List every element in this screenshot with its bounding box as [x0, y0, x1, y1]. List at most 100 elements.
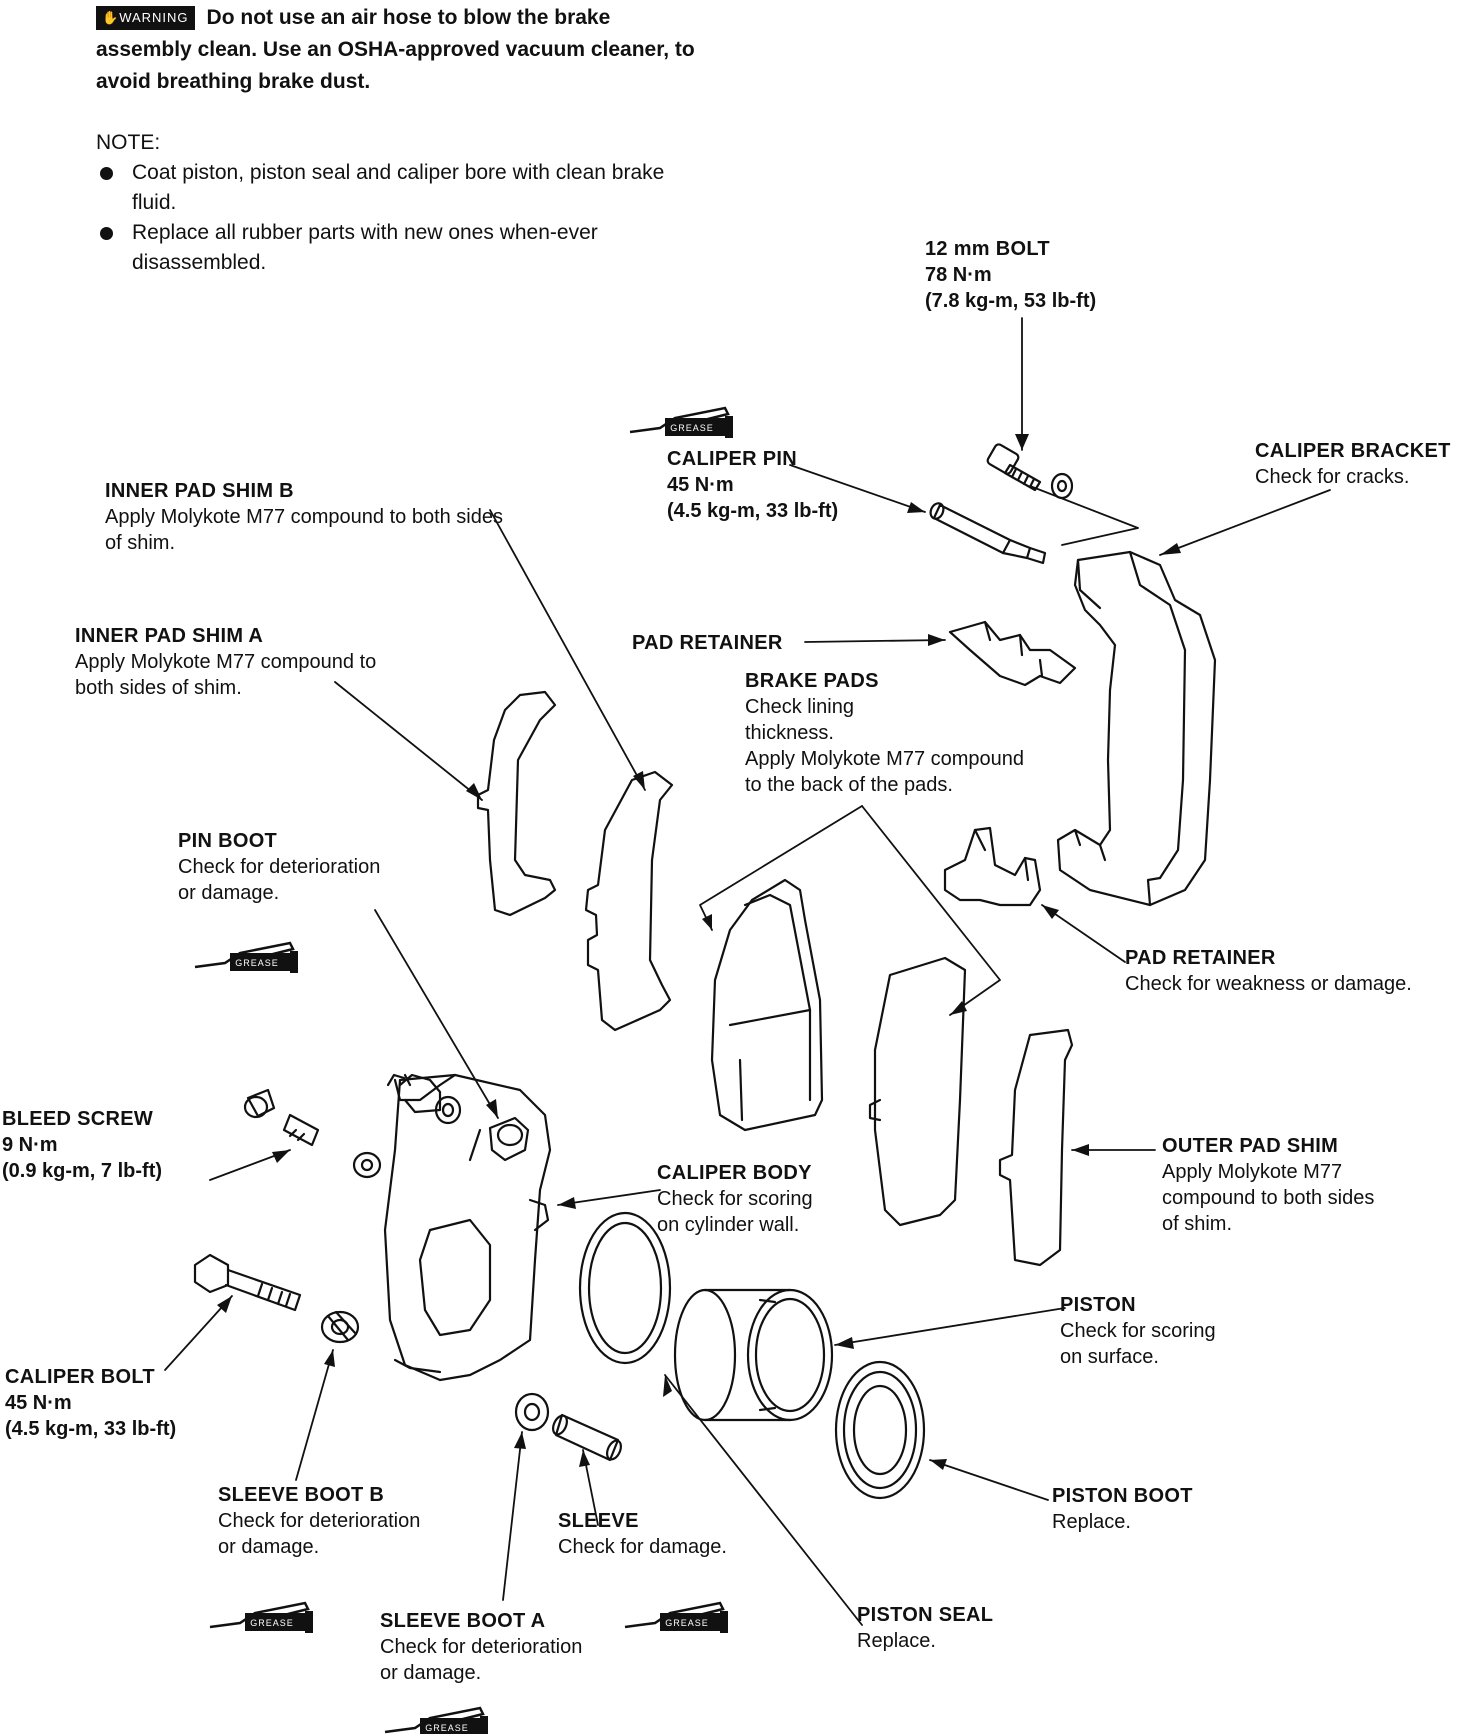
label-title: PISTON BOOT	[1052, 1485, 1193, 1507]
label-piston-boot: PISTON BOOT Replace.	[1052, 1483, 1193, 1535]
label-title: SLEEVE BOOT A	[380, 1610, 546, 1632]
label-title: 12 mm BOLT	[925, 238, 1050, 260]
label-bleed-screw: BLEED SCREW 9 N·m (0.9 kg-m, 7 lb-ft)	[2, 1106, 162, 1184]
label-title: CALIPER BOLT	[5, 1366, 155, 1388]
label-line: to the back of the pads.	[745, 774, 953, 796]
label-caliper-bracket: CALIPER BRACKET Check for cracks.	[1255, 438, 1451, 490]
pad-retainer-top-part	[948, 620, 1077, 687]
inner-pad-shim-a-part	[476, 690, 557, 917]
label-line: Check for deterioration	[380, 1636, 583, 1658]
note-block: NOTE: Coat piston, piston seal and calip…	[96, 128, 696, 278]
warning-text: Do not use an air hose to blow the brake…	[96, 6, 695, 93]
label-line: Check for cracks.	[1255, 466, 1410, 488]
piston-part	[673, 1288, 834, 1422]
label-line: (4.5 kg-m, 33 lb-ft)	[667, 500, 839, 522]
label-line: (7.8 kg-m, 53 lb-ft)	[925, 290, 1097, 312]
label-line: 45 N·m	[5, 1392, 72, 1414]
label-line: on surface.	[1060, 1346, 1159, 1368]
label-title: BLEED SCREW	[2, 1108, 154, 1130]
label-pin-boot: PIN BOOT Check for deterioration or dama…	[178, 828, 380, 906]
brake-pad-1-part	[710, 878, 824, 1132]
label-title: PAD RETAINER	[632, 632, 783, 654]
leader-lines	[164, 317, 1331, 1626]
warning-badge: ✋WARNING	[96, 6, 195, 31]
label-title: SLEEVE	[558, 1510, 639, 1532]
sleeve-boot-b-part	[320, 1310, 360, 1344]
label-line: (0.9 kg-m, 7 lb-ft)	[2, 1160, 163, 1182]
label-line: of shim.	[105, 532, 176, 554]
label-caliper-pin: CALIPER PIN 45 N·m (4.5 kg-m, 33 lb-ft)	[667, 446, 838, 524]
label-sleeve: SLEEVE Check for damage.	[558, 1508, 727, 1560]
label-inner-pad-shim-a: INNER PAD SHIM A Apply Molykote M77 comp…	[75, 623, 376, 701]
label-line: Check for scoring	[657, 1188, 813, 1210]
label-line: Replace.	[857, 1630, 936, 1652]
label-line: on cylinder wall.	[657, 1214, 800, 1236]
label-sleeve-boot-b: SLEEVE BOOT B Check for deterioration or…	[218, 1482, 420, 1560]
brake-pad-2-part	[868, 956, 967, 1227]
label-title: BRAKE PADS	[745, 670, 879, 692]
grease-gun-icon: GREASE	[624, 1601, 728, 1633]
label-title: SLEEVE BOOT B	[218, 1484, 385, 1506]
pin-boot-part	[488, 1116, 530, 1162]
svg-text:GREASE: GREASE	[250, 1618, 294, 1628]
label-line: Apply Molykote M77	[1162, 1161, 1343, 1183]
arrow-heads	[217, 434, 1181, 1470]
bleed-screw-part	[243, 1088, 320, 1147]
caliper-pin-part	[929, 502, 1047, 565]
label-line: Apply Molykote M77 compound	[745, 748, 1025, 770]
label-title: OUTER PAD SHIM	[1162, 1135, 1339, 1157]
label-line: Check for deterioration	[178, 856, 381, 878]
piston-boot-part	[834, 1360, 926, 1500]
label-outer-pad-shim: OUTER PAD SHIM Apply Molykote M77 compou…	[1162, 1133, 1374, 1237]
label-caliper-body: CALIPER BODY Check for scoring on cylind…	[657, 1160, 813, 1238]
label-title: PAD RETAINER	[1125, 947, 1276, 969]
label-pad-retainer-bottom: PAD RETAINER Check for weakness or damag…	[1125, 945, 1412, 997]
svg-text:GREASE: GREASE	[665, 1618, 709, 1628]
note-heading: NOTE:	[96, 131, 161, 154]
label-title: CALIPER PIN	[667, 448, 797, 470]
inner-pad-shim-b-part	[584, 770, 674, 1032]
label-title: PISTON SEAL	[857, 1604, 994, 1626]
caliper-body-part	[352, 1073, 552, 1382]
caliper-bolt-part	[193, 1253, 302, 1312]
label-12mm-bolt: 12 mm BOLT 78 N·m (7.8 kg-m, 53 lb-ft)	[925, 236, 1096, 314]
label-line: both sides of shim.	[75, 677, 242, 699]
note-bullet: Coat piston, piston seal and caliper bor…	[96, 158, 696, 218]
label-line: Check for deterioration	[218, 1510, 421, 1532]
label-inner-pad-shim-b: INNER PAD SHIM B Apply Molykote M77 comp…	[105, 478, 503, 556]
label-line: Check lining	[745, 696, 854, 718]
label-line: or damage.	[218, 1536, 320, 1558]
label-title: CALIPER BRACKET	[1255, 440, 1451, 462]
sleeve-boot-a-part	[514, 1392, 550, 1432]
label-title: PISTON	[1060, 1294, 1136, 1316]
grease-gun-icon: GREASE	[209, 1601, 313, 1633]
grease-gun-icon: GREASE	[629, 406, 733, 438]
label-line: or damage.	[380, 1662, 482, 1684]
label-line: or damage.	[178, 882, 280, 904]
label-line: Check for damage.	[558, 1536, 727, 1558]
label-line: Apply Molykote M77 compound to	[75, 651, 377, 673]
outer-pad-shim-part	[998, 1028, 1074, 1267]
bolt-12mm-part	[986, 443, 1074, 500]
label-line: compound to both sides	[1162, 1187, 1375, 1209]
label-line: 9 N·m	[2, 1134, 58, 1156]
label-line: 78 N·m	[925, 264, 992, 286]
grease-gun-icon: GREASE	[194, 941, 298, 973]
svg-text:GREASE: GREASE	[425, 1723, 469, 1733]
label-line: 45 N·m	[667, 474, 734, 496]
label-brake-pads: BRAKE PADS Check lining thickness. Apply…	[745, 668, 1024, 798]
label-pad-retainer-top: PAD RETAINER	[632, 630, 783, 656]
pad-retainer-bottom-part	[943, 826, 1042, 907]
label-title: INNER PAD SHIM B	[105, 480, 294, 502]
label-title: INNER PAD SHIM A	[75, 625, 264, 647]
label-piston: PISTON Check for scoring on surface.	[1060, 1292, 1216, 1370]
label-line: Apply Molykote M77 compound to both side…	[105, 506, 503, 528]
svg-text:GREASE: GREASE	[235, 958, 279, 968]
label-line: (4.5 kg-m, 33 lb-ft)	[5, 1418, 177, 1440]
hand-icon: ✋	[102, 10, 120, 26]
label-line: thickness.	[745, 722, 834, 744]
label-title: CALIPER BODY	[657, 1162, 812, 1184]
label-line: Check for scoring	[1060, 1320, 1216, 1342]
